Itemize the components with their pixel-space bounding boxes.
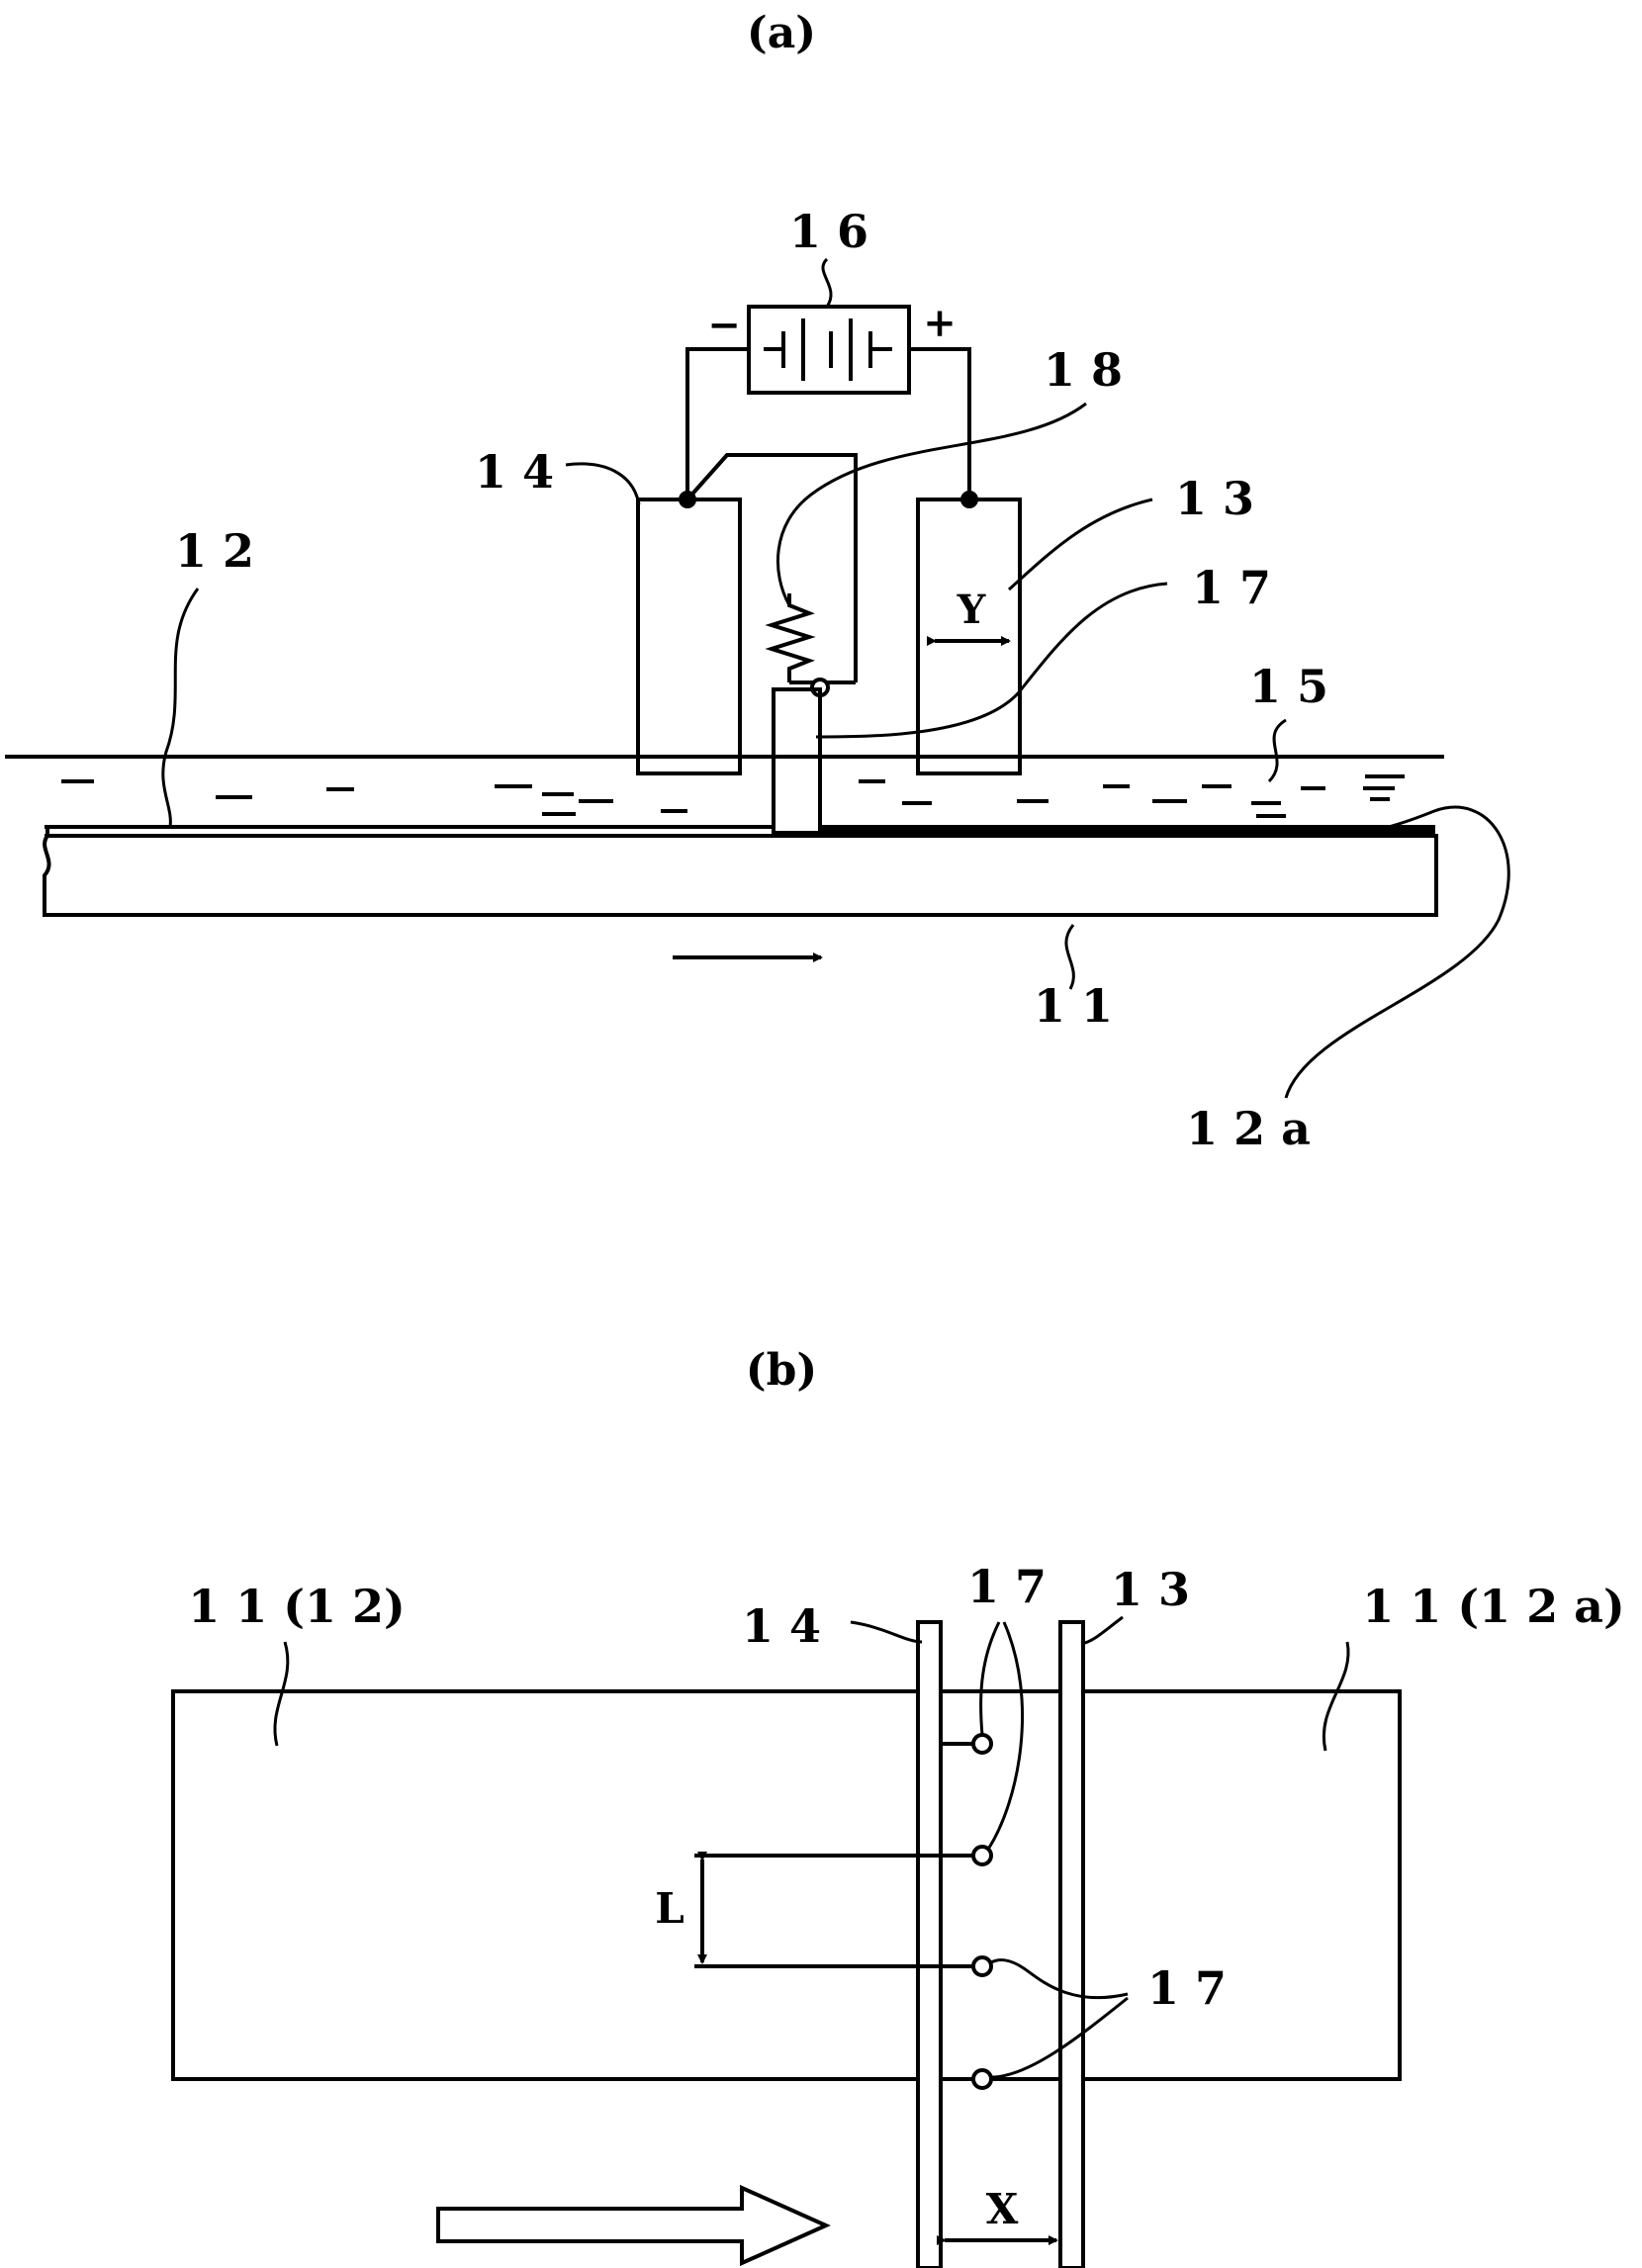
leader-left-electrode-plan — [850, 1620, 923, 1644]
label-right-electrode-plan: 1 3 — [1111, 1563, 1190, 1616]
label-contacts-bottom: 1 7 — [1147, 1961, 1227, 2015]
label-pitch-l: L — [655, 1884, 684, 1933]
label-gap-x: X — [986, 2185, 1019, 2233]
liquid-dashes — [61, 774, 1405, 818]
leader-resistor — [775, 402, 1087, 606]
label-right-electrode: 1 3 — [1175, 472, 1254, 525]
contact-probe — [772, 687, 822, 835]
label-left-region: 1 1 (1 2) — [188, 1580, 406, 1633]
leader-right-region — [1322, 1641, 1350, 1752]
resistor-zigzag — [765, 593, 816, 682]
wire-positive — [909, 347, 971, 499]
leader-left-region — [273, 1641, 290, 1747]
contact-point — [971, 2068, 993, 2090]
leader-contacts-top-b — [987, 1621, 1025, 1849]
leader-power-supply — [821, 257, 833, 308]
film-treated — [820, 825, 1435, 835]
contact-point — [971, 1733, 993, 1755]
label-film-variant: 1 2 a — [1186, 1102, 1311, 1155]
label-contact-point: 1 7 — [1192, 561, 1271, 614]
figure-b-caption: (b) — [746, 1345, 817, 1396]
label-left-electrode-plan: 1 4 — [742, 1599, 821, 1653]
plus-sign: + — [923, 300, 957, 346]
minus-sign: − — [707, 302, 741, 348]
leader-contacts-top-a — [979, 1621, 1001, 1736]
substrate-plan — [171, 1689, 1402, 2081]
leader-contact-point — [815, 582, 1168, 739]
leader-film-variant — [1284, 805, 1510, 1099]
substrate — [43, 827, 1438, 917]
leader-film — [161, 588, 200, 828]
label-film: 1 2 — [175, 524, 254, 578]
leader-left-electrode — [565, 462, 641, 505]
leader-contacts-bottom-b — [990, 1996, 1129, 2079]
label-left-electrode: 1 4 — [475, 445, 554, 499]
label-resistor: 1 8 — [1044, 343, 1123, 397]
leader-right-electrode-plan — [1080, 1615, 1124, 1646]
power-supply — [747, 305, 911, 395]
terminal-right — [960, 491, 978, 508]
contact-point — [971, 1845, 993, 1866]
left-electrode-plan — [916, 1620, 943, 2268]
leader-right-electrode — [1007, 498, 1153, 591]
right-electrode — [916, 498, 1022, 775]
figure-b: (b) 1 1 (1 2) 1 1 (1 2 a) 1 4 1 3 1 7 1 — [171, 1345, 1625, 2268]
contact-points — [694, 1733, 993, 2090]
right-electrode-plan — [1058, 1620, 1085, 2268]
left-electrode — [636, 498, 742, 775]
label-liquid: 1 5 — [1249, 660, 1328, 713]
label-substrate: 1 1 — [1034, 979, 1113, 1033]
leader-liquid — [1267, 718, 1287, 783]
leader-contacts-bottom-a — [990, 1958, 1129, 2000]
figure-a-caption: (a) — [747, 8, 816, 58]
label-gap-y: Y — [957, 587, 986, 633]
label-right-region: 1 1 (1 2 a) — [1362, 1580, 1624, 1633]
figure-a: (a) 1 6 − + 1 4 1 3 Y — [5, 8, 1510, 1155]
wire-negative — [685, 347, 749, 499]
contact-point — [971, 1955, 993, 1977]
label-contacts-top: 1 7 — [967, 1560, 1047, 1613]
leader-substrate — [1064, 924, 1075, 990]
wire-resistor-top — [685, 453, 858, 682]
travel-direction-hollow-arrow — [436, 2184, 831, 2267]
label-power-supply: 1 6 — [789, 205, 868, 258]
